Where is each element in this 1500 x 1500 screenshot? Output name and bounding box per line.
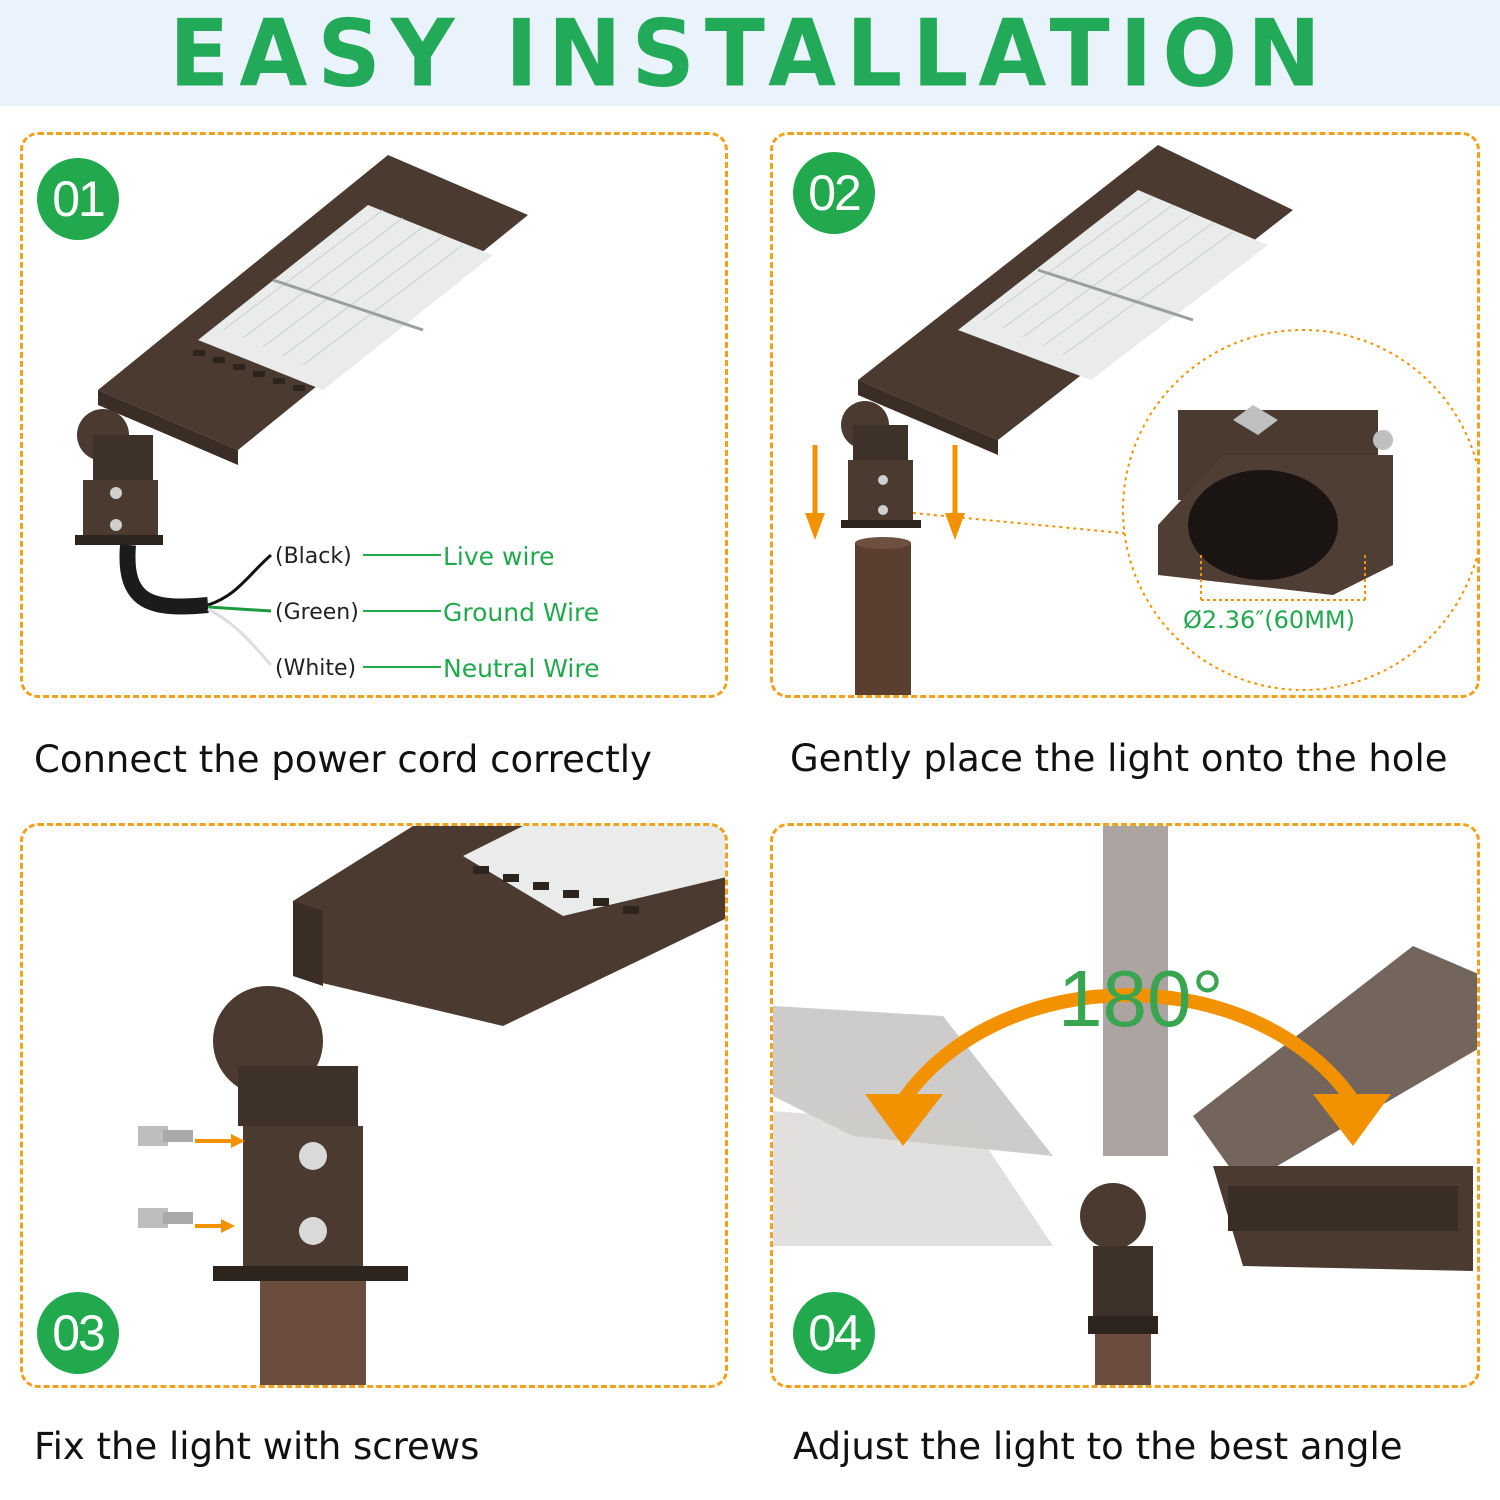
step-panel-1: (Black) Live wire (Green) Ground Wire (W… [20, 132, 728, 698]
step-3-illustration [138, 826, 725, 1385]
step-panel-4: 180° 04 [770, 823, 1480, 1388]
step-2-illustration: Ø2.36″(60MM) [805, 145, 1477, 695]
wire-color-white: (White) [275, 656, 356, 681]
step-caption-2: Gently place the light onto the hole [790, 737, 1448, 780]
step-panel-3: 03 [20, 823, 728, 1388]
wire-name-neutral: Neutral Wire [443, 654, 599, 683]
step-4-illustration: 180° [773, 826, 1477, 1385]
step-1-illustration: (Black) Live wire (Green) Ground Wire (W… [75, 155, 599, 683]
page-title: EASY INSTALLATION [169, 0, 1331, 108]
step-badge-3: 03 [37, 1292, 119, 1374]
step-badge-4: 04 [793, 1292, 875, 1374]
wire-name-live: Live wire [443, 542, 555, 571]
wire-name-ground: Ground Wire [443, 598, 599, 627]
step-caption-1: Connect the power cord correctly [34, 738, 652, 781]
rotation-angle-label: 180° [1058, 954, 1223, 1043]
hole-diameter-label: Ø2.36″(60MM) [1183, 606, 1355, 634]
step-caption-3: Fix the light with screws [34, 1425, 480, 1468]
wire-color-green: (Green) [275, 600, 359, 625]
wire-color-black: (Black) [275, 544, 352, 569]
step-panel-2: Ø2.36″(60MM) 02 [770, 132, 1480, 698]
step-badge-2: 02 [793, 152, 875, 234]
step-caption-4: Adjust the light to the best angle [793, 1425, 1403, 1468]
header-band [0, 0, 1500, 106]
step-badge-1: 01 [37, 158, 119, 240]
